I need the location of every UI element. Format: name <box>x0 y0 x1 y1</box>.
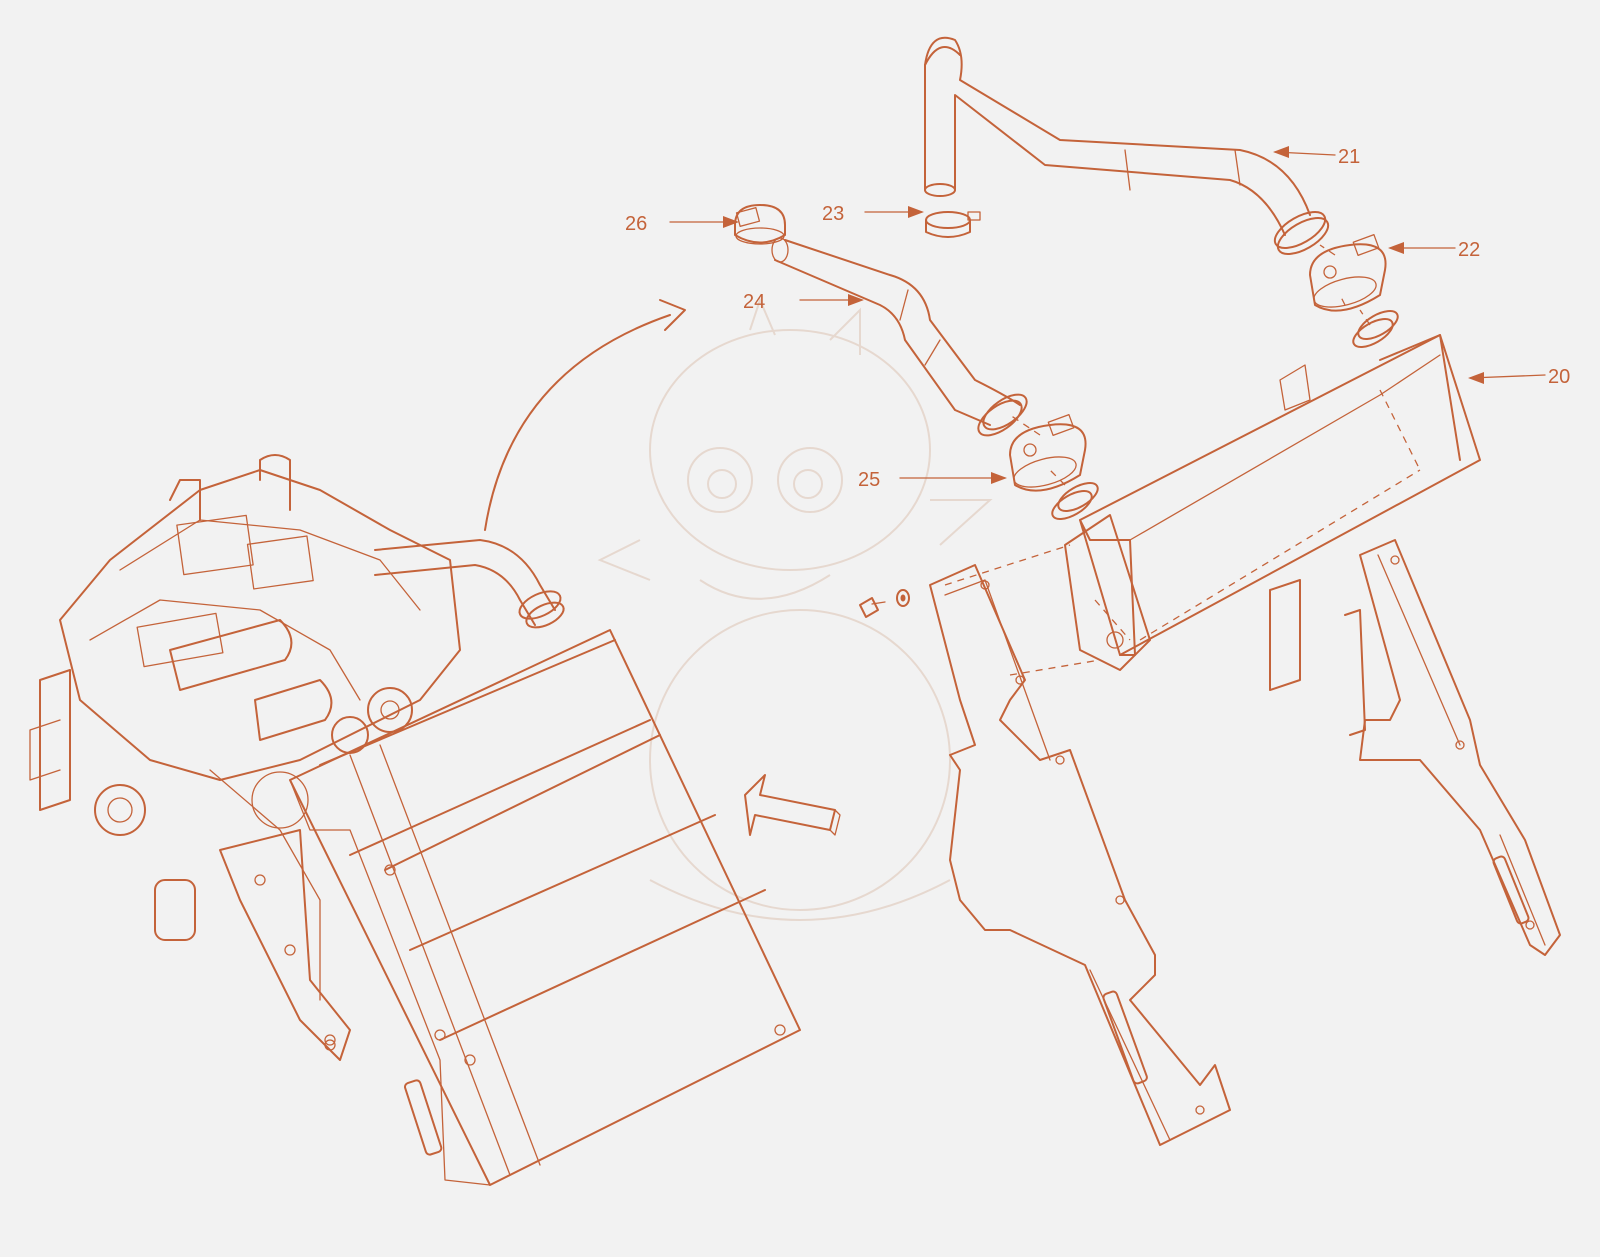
callout-26: 26 <box>625 213 647 235</box>
callout-21: 21 <box>1338 146 1360 168</box>
callout-20: 20 <box>1548 366 1570 388</box>
curved-arrow-icon <box>484 299 686 531</box>
callout-24: 24 <box>743 291 765 313</box>
watermark-dragon-icon <box>597 297 993 921</box>
assembly-guide-lines <box>944 244 1371 676</box>
part-21-upper-pipe <box>924 36 1330 255</box>
part-24-middle-pipe <box>771 237 1028 437</box>
callout-23: 23 <box>822 203 844 225</box>
bolt-and-washer <box>859 589 910 618</box>
direction-arrow-icon <box>744 774 841 836</box>
callout-22: 22 <box>1458 239 1480 261</box>
radiator-mounted <box>289 629 801 1186</box>
side-bracket-left <box>929 564 1231 1146</box>
callout-25: 25 <box>858 469 880 491</box>
callout-labels: 20 21 22 23 24 25 26 <box>625 146 1570 491</box>
callout-leaders <box>669 146 1546 484</box>
part-20-intercooler <box>1051 310 1481 736</box>
part-22-clamp <box>1309 234 1387 312</box>
engine-assembly <box>29 454 565 1061</box>
part-26-clamp <box>734 204 786 245</box>
part-23-clamp <box>925 211 981 238</box>
side-bracket-right <box>1359 539 1561 956</box>
part-25-clamp <box>1009 414 1087 492</box>
